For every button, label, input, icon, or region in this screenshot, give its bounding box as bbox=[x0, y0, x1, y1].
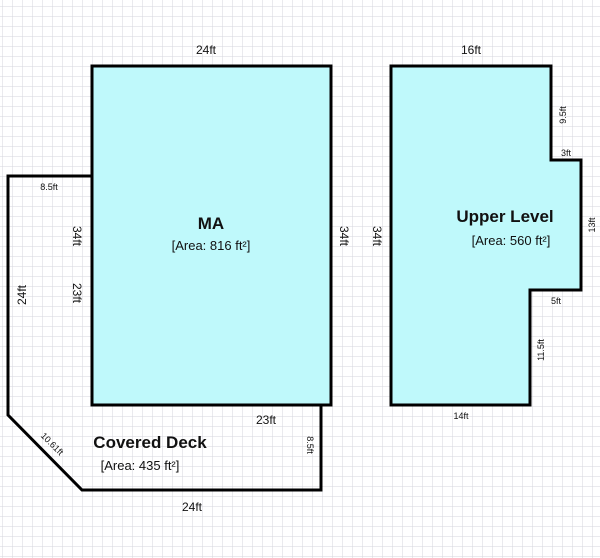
room-area-covered-deck: [Area: 435 ft²] bbox=[101, 458, 180, 473]
room-title-upper-level: Upper Level bbox=[456, 207, 553, 226]
dim-upper-right-bottom: 11.5ft bbox=[536, 339, 546, 361]
dim-ma-top: 24ft bbox=[196, 43, 217, 57]
dim-upper-left: 34ft bbox=[370, 226, 384, 247]
dim-deck-left: 24ft bbox=[15, 284, 29, 305]
dim-ma-left: 34ft bbox=[70, 226, 84, 247]
dim-upper-notch-top: 3ft bbox=[561, 148, 572, 158]
room-title-ma: MA bbox=[198, 214, 224, 233]
dim-upper-top: 16ft bbox=[461, 43, 482, 57]
dim-upper-right: 13ft bbox=[587, 217, 597, 233]
dim-deck-right: 8.5ft bbox=[305, 436, 315, 454]
dim-deck-inner-left: 23ft bbox=[70, 283, 84, 304]
room-ma[interactable] bbox=[90, 64, 333, 407]
room-area-upper-level: [Area: 560 ft²] bbox=[472, 233, 551, 248]
dim-deck-bottom: 24ft bbox=[182, 500, 203, 514]
dim-upper-right-top: 9.5ft bbox=[558, 106, 568, 124]
room-area-ma: [Area: 816 ft²] bbox=[172, 238, 251, 253]
room-title-covered-deck: Covered Deck bbox=[93, 433, 207, 452]
dim-upper-notch-bottom: 5ft bbox=[551, 296, 562, 306]
room-upper-level[interactable] bbox=[389, 64, 583, 407]
dim-upper-bottom: 14ft bbox=[453, 411, 469, 421]
dim-deck-top: 8.5ft bbox=[40, 182, 58, 192]
dim-deck-inner-bottom: 23ft bbox=[256, 413, 277, 427]
dim-ma-right: 34ft bbox=[337, 226, 351, 247]
